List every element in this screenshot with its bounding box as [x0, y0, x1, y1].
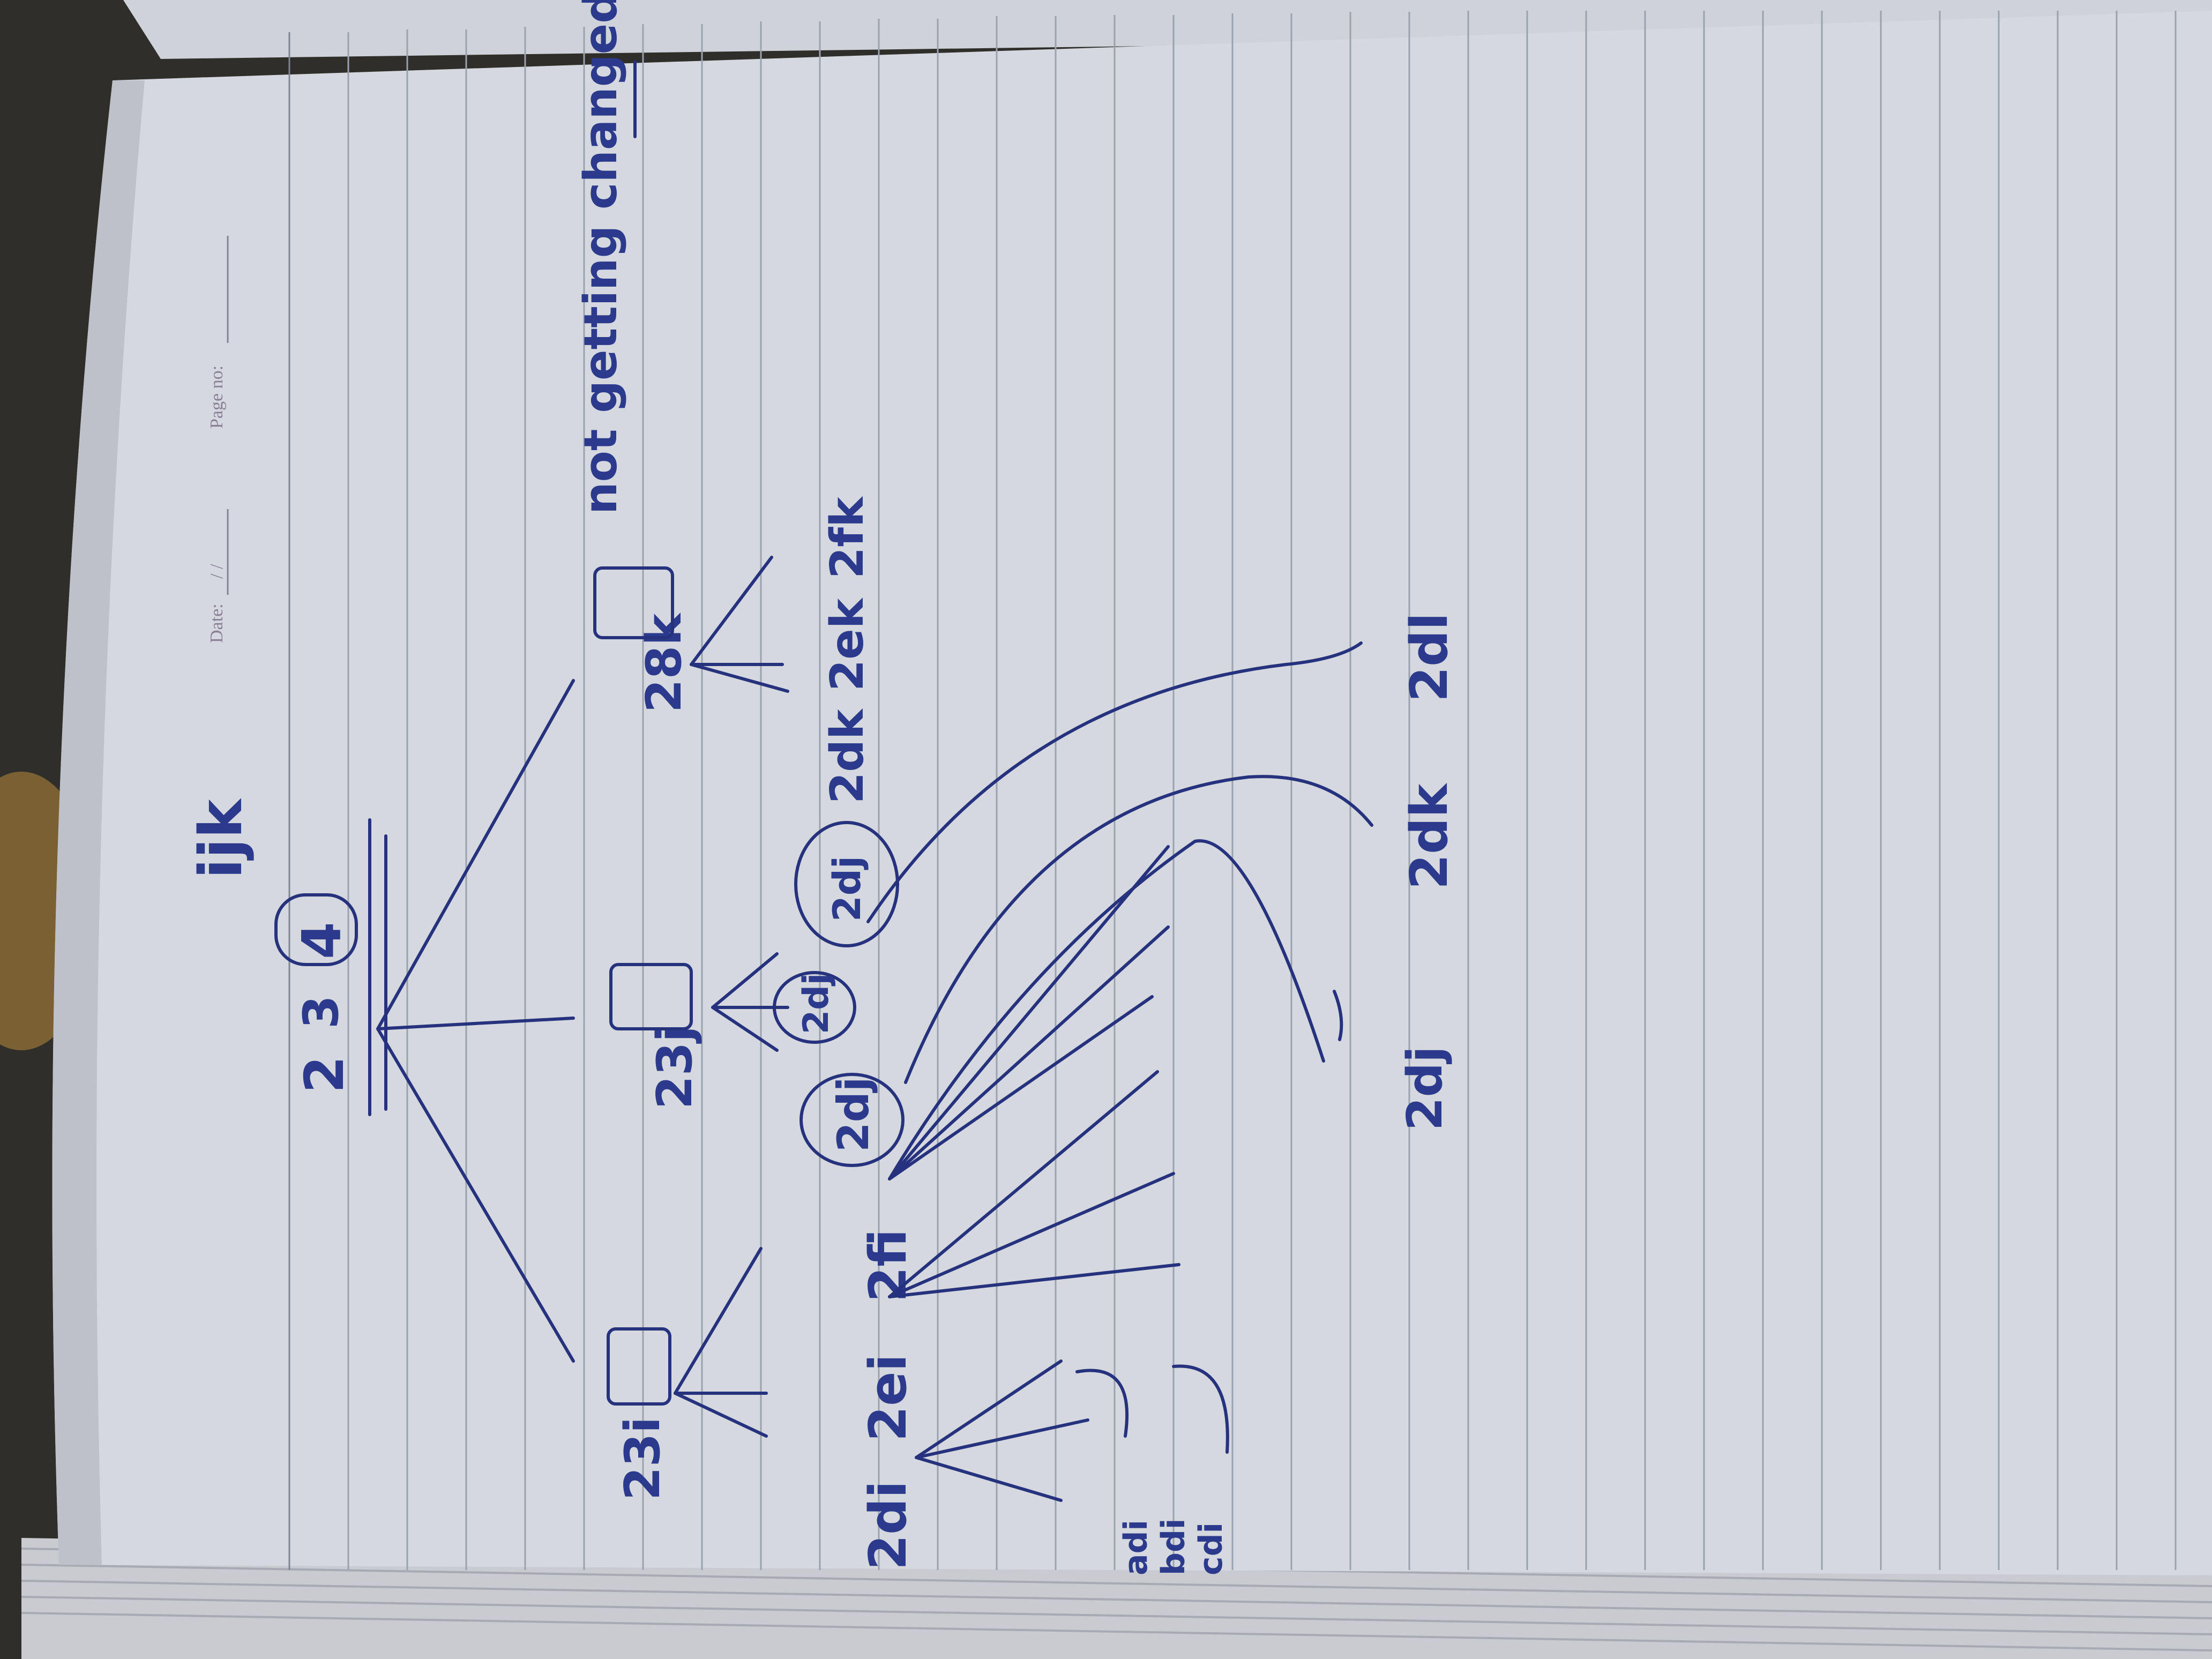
- level2-middle-0: 2dj: [828, 1077, 878, 1152]
- pattern-title: ijk: [186, 798, 255, 879]
- root-number-4: 4: [290, 922, 353, 959]
- root-number-2: 2: [293, 1056, 356, 1093]
- root-number-3: 3: [293, 995, 349, 1029]
- circled-number-ring: [274, 893, 358, 966]
- date-value: / /: [207, 564, 227, 579]
- leaf-2: cdi: [1192, 1522, 1230, 1575]
- level1-node-middle: 23j: [609, 963, 703, 1109]
- level1-branches: [674, 556, 789, 1438]
- level1-node-left: 23i: [607, 1327, 671, 1500]
- level2-right-group: 2dk 2ek 2fk: [821, 496, 874, 804]
- leaf-1: bdi: [1155, 1519, 1192, 1575]
- level2-right-1: 2ek: [821, 597, 874, 691]
- page-no-label: Page no:: [207, 365, 227, 429]
- circle-level2-middle-2: [794, 821, 899, 947]
- date-label: Date:: [207, 603, 227, 643]
- handwritten-note: not getting changed: [574, 0, 627, 514]
- level2-middle-group: 2dj 2dj 2dj: [773, 821, 905, 1167]
- bottom-row: 2dj 2dk 2dl: [1397, 612, 1459, 1131]
- root-node: 2 3 4: [274, 818, 387, 1116]
- level2-middle-2: 2dj: [825, 856, 869, 922]
- level2-left-2: 2fi: [859, 1229, 918, 1302]
- circle-level2-middle-1: [773, 971, 856, 1044]
- level1-node-right: 28k: [593, 566, 692, 713]
- circle-level2-middle-0: [799, 1073, 905, 1167]
- level2-right-2: 2fk: [821, 496, 874, 579]
- page-header: Date: / / Page no:: [207, 236, 229, 643]
- level2-middle-1: 2dj: [796, 973, 836, 1034]
- leaf-0: adi: [1117, 1520, 1155, 1575]
- level1-label-middle: 23j: [647, 1026, 703, 1109]
- level2-left-group: 2di 2ei 2fi: [859, 1229, 918, 1570]
- connector-curves: [866, 641, 1373, 1298]
- root-branches: [376, 679, 575, 1363]
- left-leaf-branches: [915, 1359, 1229, 1502]
- level1-label-left: 23i: [615, 1417, 671, 1500]
- left-leaves: adi bdi cdi: [1117, 1519, 1230, 1575]
- bottom-node-1: 2dk: [1400, 783, 1459, 890]
- level1-label-right: 28k: [636, 612, 692, 713]
- page-spine-shadow: [52, 80, 145, 1565]
- bottom-node-2: 2dl: [1400, 612, 1459, 702]
- facing-page-edge: [123, 0, 2212, 59]
- level2-left-1: 2ei: [859, 1354, 918, 1441]
- level2-left-0: 2di: [859, 1481, 918, 1570]
- level2-right-0: 2dk: [821, 708, 874, 804]
- bottom-node-0: 2dj: [1397, 1046, 1453, 1131]
- notebook-page: [52, 11, 2212, 1575]
